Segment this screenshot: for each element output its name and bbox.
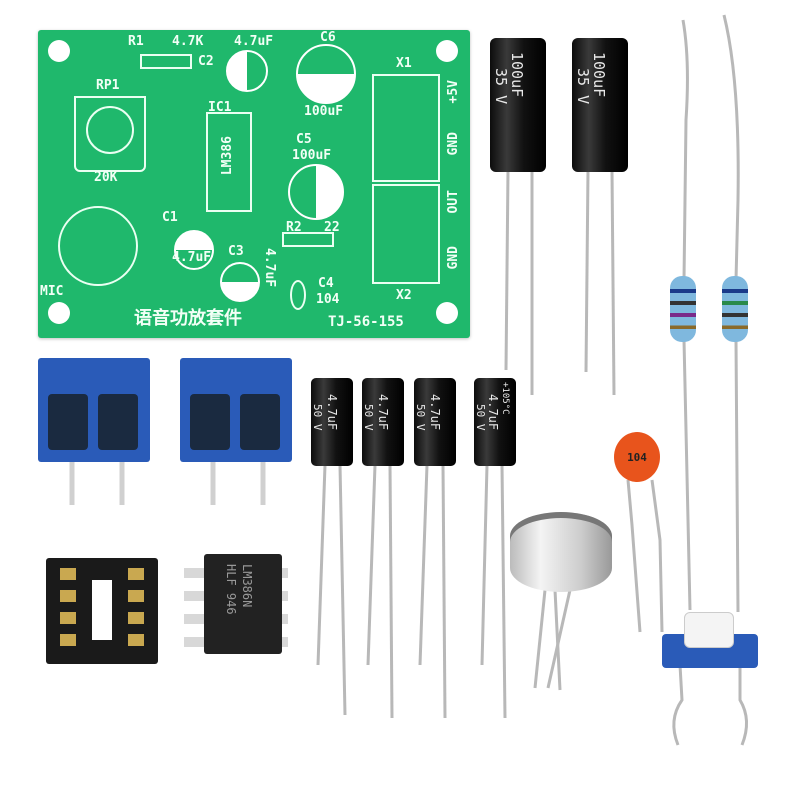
c4-outline xyxy=(290,280,306,310)
r2-label: R2 xyxy=(286,220,302,235)
cap-label: 4.7uF xyxy=(325,394,339,431)
c1-label: C1 xyxy=(162,210,178,225)
board-title: 语音功放套件 xyxy=(134,308,242,329)
x2-outline xyxy=(372,184,440,284)
ceramic-cap-code: 104 xyxy=(627,450,647,464)
terminal-screw-slot xyxy=(98,394,138,450)
cap-voltage: 35 V xyxy=(492,68,510,105)
c3-value: 4.7uF xyxy=(262,248,277,288)
electrolytic-capacitor-4.7uf: +105°C 4.7uF 50 V xyxy=(474,378,516,466)
electrolytic-capacitor-100uf: 100uF 35 V xyxy=(572,38,628,172)
cap-label: 100uF xyxy=(590,52,608,98)
ceramic-capacitor: 104 xyxy=(614,432,660,482)
pcb-board: R1 4.7K C2 4.7uF C6 100uF RP1 20K IC1 LM… xyxy=(38,30,470,338)
cap-voltage: 50 V xyxy=(414,404,427,431)
r2-value: 22 xyxy=(324,220,340,235)
rp1-value: 20K xyxy=(94,170,118,185)
c2-value: 4.7uF xyxy=(234,34,274,49)
mounting-hole xyxy=(436,40,458,62)
cap-voltage: 35 V xyxy=(574,68,592,105)
r1-outline xyxy=(140,54,192,69)
mounting-hole xyxy=(48,40,70,62)
cap-label: 4.7uF xyxy=(486,394,500,431)
terminal-screw-slot xyxy=(240,394,280,450)
lm386-ic-chip: LM386N HLF 946 xyxy=(204,554,282,654)
ic-marking-1: LM386N xyxy=(240,564,254,608)
cap-voltage: 50 V xyxy=(362,404,375,431)
rp1-outline xyxy=(74,96,146,172)
c5-value: 100uF xyxy=(292,148,332,163)
c6-value: 100uF xyxy=(304,104,344,119)
mounting-hole xyxy=(48,302,70,324)
socket-pins xyxy=(128,568,144,654)
gnd-label: GND xyxy=(446,132,461,156)
electrolytic-capacitor-4.7uf: 4.7uF 50 V xyxy=(362,378,404,466)
mounting-hole xyxy=(436,302,458,324)
c4-label: C4 xyxy=(318,276,334,291)
dip8-ic-socket xyxy=(46,558,158,664)
socket-pins xyxy=(60,568,76,654)
ic1-part: LM386 xyxy=(220,136,235,176)
c5-outline xyxy=(288,164,344,220)
r1-label: R1 xyxy=(128,34,144,49)
x2-label: X2 xyxy=(396,288,412,303)
electrolytic-capacitor-4.7uf: 4.7uF 50 V xyxy=(311,378,353,466)
rp1-knob-outline xyxy=(86,106,134,154)
x1-outline xyxy=(372,74,440,182)
ic1-label: IC1 xyxy=(208,100,232,115)
c2-outline xyxy=(226,50,268,92)
screw-terminal-block xyxy=(180,358,292,462)
electret-microphone xyxy=(510,512,612,592)
c2-label: C2 xyxy=(198,54,214,69)
electrolytic-capacitor-100uf: 100uF 35 V xyxy=(490,38,546,172)
c1-outline xyxy=(174,230,214,270)
board-model: TJ-56-155 xyxy=(328,314,404,330)
c5-label: C5 xyxy=(296,132,312,147)
c3-outline xyxy=(220,262,260,302)
terminal-screw-slot xyxy=(190,394,230,450)
c3-label: C3 xyxy=(228,244,244,259)
screw-terminal-block xyxy=(38,358,150,462)
socket-center-slot xyxy=(92,580,112,640)
rp1-label: RP1 xyxy=(96,78,120,93)
gnd-label-2: GND xyxy=(446,246,461,270)
c1-value: 4.7uF xyxy=(172,250,212,265)
ic1-outline xyxy=(206,112,252,212)
cap-label: 4.7uF xyxy=(376,394,390,431)
cap-voltage: 50 V xyxy=(311,404,324,431)
out-label: OUT xyxy=(446,190,461,214)
electrolytic-capacitor-4.7uf: 4.7uF 50 V xyxy=(414,378,456,466)
terminal-screw-slot xyxy=(48,394,88,450)
cap-label: 100uF xyxy=(508,52,526,98)
x1-label: X1 xyxy=(396,56,412,71)
c4-value: 104 xyxy=(316,292,340,307)
c6-outline xyxy=(296,44,356,104)
mic-outline xyxy=(58,206,138,286)
plus5v-label: +5V xyxy=(446,80,461,104)
cap-label: 4.7uF xyxy=(428,394,442,431)
resistor xyxy=(670,276,696,342)
ic-marking-2: HLF 946 xyxy=(224,564,238,615)
trimmer-knob xyxy=(684,612,734,648)
r2-outline xyxy=(282,232,334,247)
r1-value: 4.7K xyxy=(172,34,204,49)
cap-temp: +105°C xyxy=(500,382,510,415)
cap-voltage: 50 V xyxy=(474,404,487,431)
c6-label: C6 xyxy=(320,30,336,45)
mic-label: MIC xyxy=(40,284,64,299)
resistor xyxy=(722,276,748,342)
